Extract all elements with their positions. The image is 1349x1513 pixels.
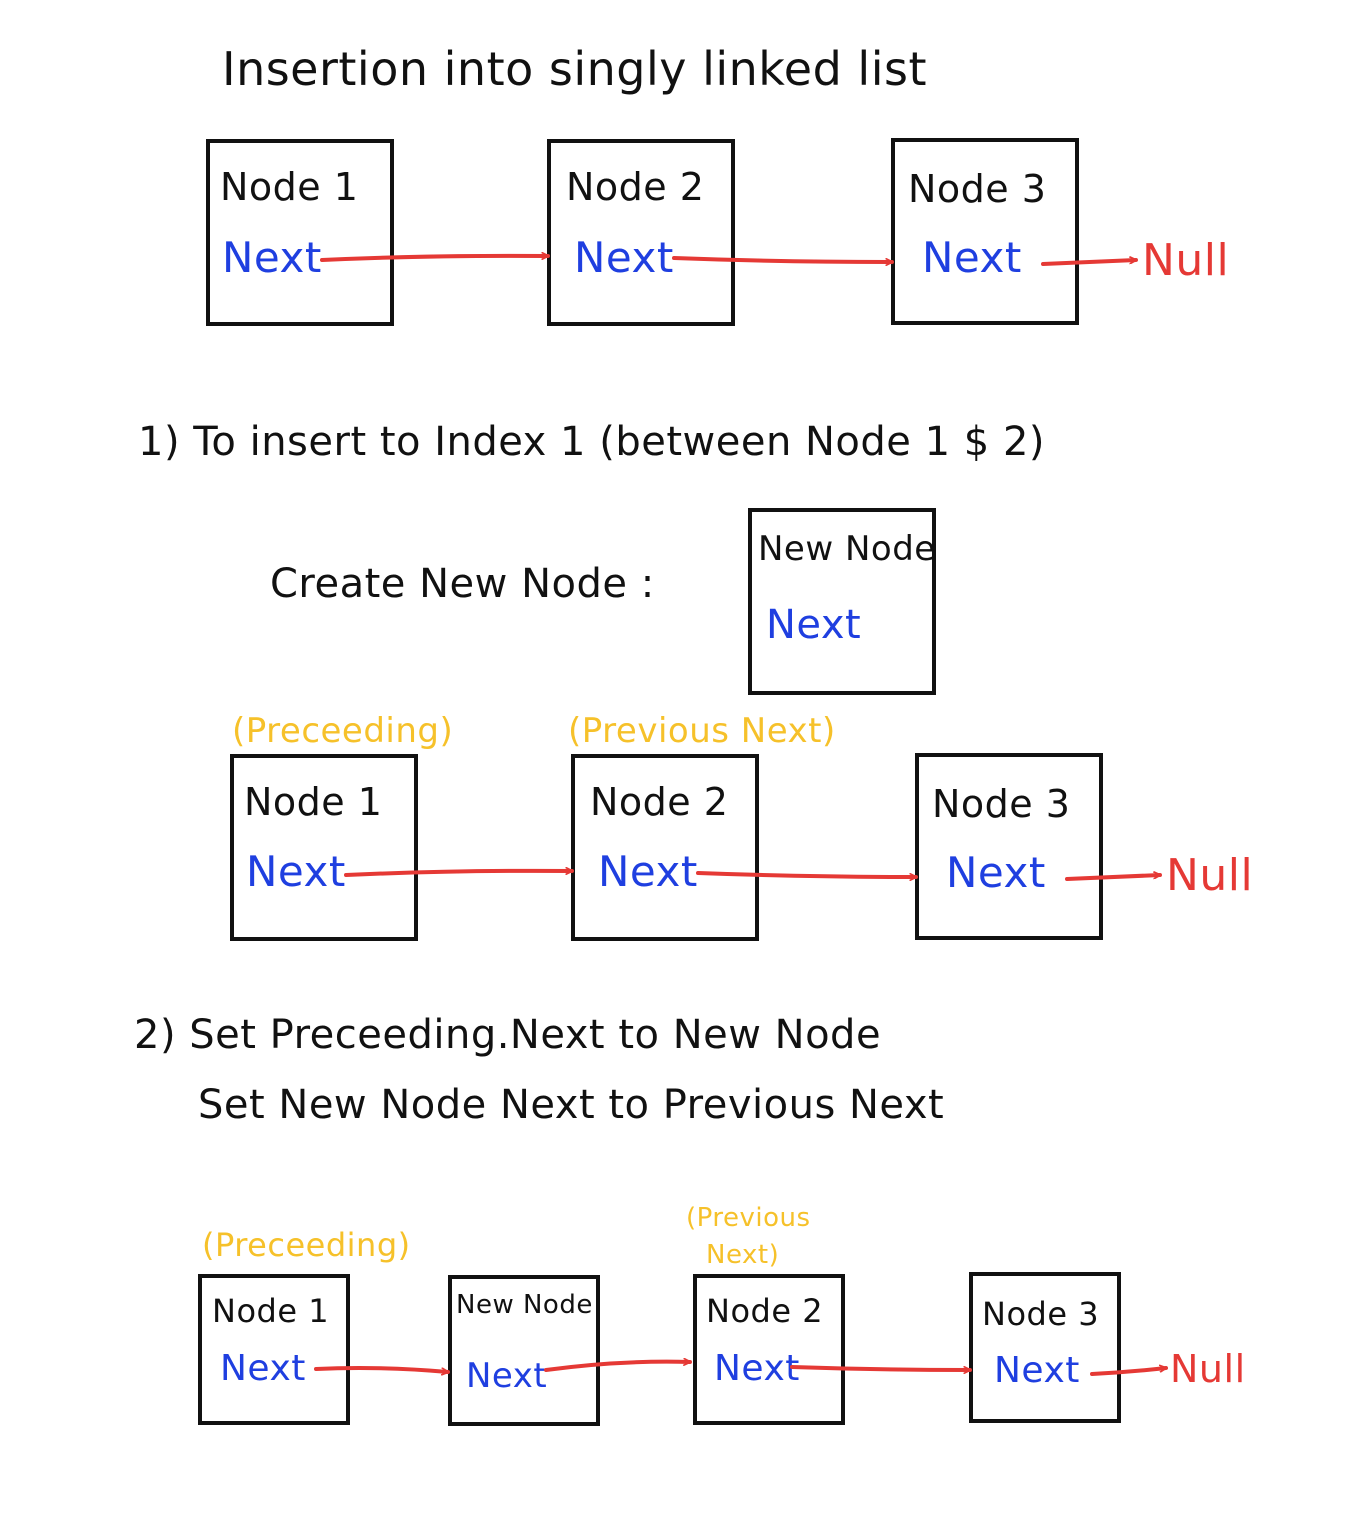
node-label: Node 2 [590,780,728,824]
preceeding-annotation: (Preceeding) [232,711,453,751]
node-box-1 [230,754,418,941]
node-box-3 [915,753,1103,940]
preceeding-annotation: (Preceeding) [202,1226,411,1264]
next-arrow [790,1365,972,1370]
node-next-label: Next [766,602,861,648]
null-label: Null [1142,235,1229,286]
node-next-label: Next [994,1350,1080,1391]
next-arrow [672,256,894,262]
node-box-3 [891,138,1079,325]
null-label: Null [1166,850,1253,901]
diagram-title: Insertion into singly linked list [222,42,927,96]
next-arrow [314,1366,450,1372]
next-arrow [344,871,574,877]
new-node-box [448,1275,600,1426]
null-arrow [1041,260,1138,266]
node-label: Node 1 [220,165,358,209]
node-next-label: Next [598,847,698,896]
previous-next-annotation: (Previous Next) [568,711,836,751]
node-label: Node 1 [212,1292,329,1330]
initial-list: Node 1 Next Node 2 Next Node 3 Next Null [206,138,1229,326]
next-arrow [544,1362,692,1372]
previous-next-annotation-line2: Next) [706,1240,779,1270]
null-label: Null [1170,1347,1246,1391]
node-box-1 [206,139,394,326]
node-box-3 [969,1272,1121,1423]
step1-heading: 1) To insert to Index 1 (between Node 1 … [138,419,1045,465]
node-label: Node 3 [932,782,1070,826]
node-next-label: Next [574,233,674,282]
node-box-2 [693,1274,845,1425]
node-label: Node 1 [244,780,382,824]
step2-list: (Preceeding) (Previous Next) Node 1 Next… [198,1203,1246,1426]
step2-line1: 2) Set Preceeding.Next to New Node [134,1012,881,1058]
create-new-node-label: Create New Node : [270,561,655,607]
node-box-2 [547,139,735,326]
node-next-label: Next [946,848,1046,897]
step1-list: (Preceeding) (Previous Next) Node 1 Next… [230,711,1253,941]
node-next-label: Next [714,1348,800,1389]
node-next-label: Next [220,1348,306,1389]
node-label: Node 3 [908,167,1046,211]
node-next-label: Next [922,233,1022,282]
node-next-label: Next [466,1356,547,1396]
step2-line2: Set New Node Next to Previous Next [198,1082,944,1128]
node-label: Node 3 [982,1295,1099,1333]
node-label: Node 2 [706,1292,823,1330]
node-box-2 [571,754,759,941]
next-arrow [320,256,550,262]
node-label: New Node [456,1290,593,1320]
new-node-box [748,508,936,695]
previous-next-annotation-line1: (Previous [686,1203,811,1233]
node-next-label: Next [246,847,346,896]
node-label: New Node [758,529,936,569]
node-label: Node 2 [566,165,704,209]
node-next-label: Next [222,233,322,282]
null-arrow [1090,1368,1168,1376]
node-box-1 [198,1274,350,1425]
null-arrow [1065,875,1162,881]
next-arrow [696,871,918,877]
new-node: New Node Next [748,508,936,695]
